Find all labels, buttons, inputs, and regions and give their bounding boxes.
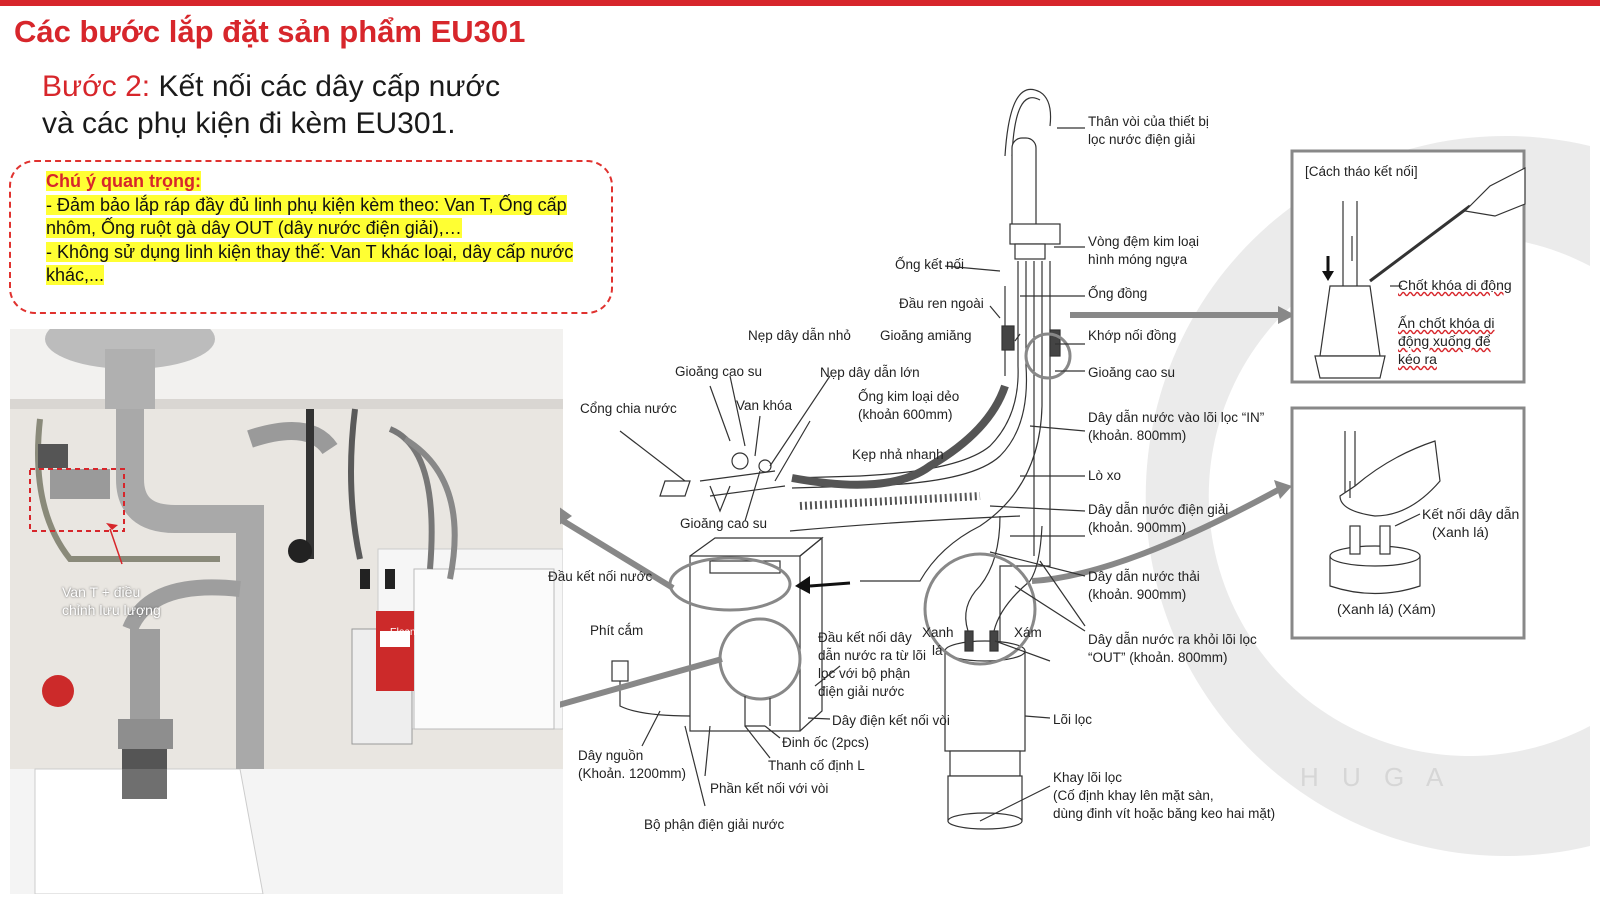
label-cong-chia: Cổng chia nước (580, 401, 677, 416)
label-bo-phan: Bộ phận điện giải nước (644, 817, 785, 832)
watermark-text: H U G A (1300, 762, 1451, 792)
label-ong-kim-loai: Ống kim loại dẻo(khoản 600mm) (858, 389, 960, 422)
label-gioang-cao-su-2: Gioăng cao su (1088, 365, 1176, 380)
label-nep-nho: Nẹp dây dẫn nhỏ (748, 328, 851, 343)
label-thanh-co-dinh: Thanh cố định L (768, 758, 865, 773)
note-line-2: - Không sử dụng linh kiện thay thế: Van … (46, 241, 574, 285)
important-note-box (9, 160, 613, 314)
label-khop-noi: Khớp nối đồng (1088, 328, 1177, 343)
label-kep-nha: Kẹp nhả nhanh (852, 447, 944, 462)
note-line-1: - Đảm bảo lắp ráp đầy đủ linh phụ kiện k… (46, 194, 567, 238)
step-heading: Bước 2: Kết nối các dây cấp nước và các … (42, 68, 500, 142)
step-line-1: Kết nối các dây cấp nước (158, 70, 501, 103)
label-van-khoa: Van khóa (736, 398, 793, 413)
label-lo-xo: Lò xo (1088, 468, 1122, 483)
label-gioang-cao-su-3: Gioăng cao su (680, 516, 768, 531)
diagram-drawing: H U G A (560, 88, 1590, 856)
label-ong-dong: Ống đồng (1088, 286, 1148, 301)
step-label: Bước 2: (42, 70, 151, 103)
box-brand-text: Eleani (390, 627, 418, 638)
label-dinh-oc: Đinh ốc (2pcs) (782, 735, 870, 750)
photo-caption: Van T + điều chỉnh lưu lượng (62, 583, 161, 619)
label-khay: Khay lõi lọc(Cố định khay lên mặt sàn,dù… (1053, 770, 1276, 821)
label-nep-lon: Nẹp dây dẫn lớn (820, 365, 920, 380)
label-day-vao: Dây dẫn nước vào lõi lọc “IN”(khoản. 800… (1088, 410, 1265, 443)
label-gioang-cao-su-1: Gioăng cao su (675, 364, 763, 379)
label-dau-ket-noi-nuoc: Đầu kết nối nước (548, 569, 653, 584)
step-line-2: và các phụ kiện đi kèm EU301. (42, 107, 456, 140)
installation-photo: Eleani Van T + điều chỉnh lưu lượng (10, 329, 563, 894)
label-ong-ket-noi: Ống kết nối (895, 257, 965, 272)
label-loi-loc: Lõi lọc (1053, 712, 1093, 727)
label-day-dien-voi: Dây điện kết nối vòi (832, 713, 950, 728)
label-phan-ket-noi: Phần kết nối với vòi (710, 781, 829, 796)
photo-caption-line-1: Van T + điều (62, 584, 141, 600)
note-heading: Chú ý quan trọng: (46, 171, 201, 191)
label-gioang-amiang: Gioăng amiăng (880, 328, 972, 343)
inset1-label-1: Chốt khóa di động (1398, 277, 1512, 293)
under-sink-illustration: Eleani (10, 329, 563, 894)
inset2-label-1: Kết nối dây dẫn(Xanh lá) (1422, 506, 1520, 540)
label-day-dien-giai: Dây dẫn nước điện giải(khoản. 900mm) (1088, 502, 1229, 535)
label-day-thai: Dây dẫn nước thải(khoản. 900mm) (1088, 569, 1200, 602)
important-note: Chú ý quan trọng: - Đảm bảo lắp ráp đầy … (46, 170, 606, 288)
label-day-nguon: Dây nguồn(Khoản. 1200mm) (578, 748, 687, 781)
photo-caption-line-2: chỉnh lưu lượng (62, 602, 161, 618)
label-phit-cam: Phít cắm (590, 623, 644, 638)
label-dau-ren: Đầu ren ngoài (899, 296, 984, 311)
inset1-title: [Cách tháo kết nối] (1305, 164, 1418, 179)
label-xam: Xám (1014, 625, 1042, 640)
label-day-ra: Dây dẫn nước ra khỏi lõi lọc“OUT” (khoản… (1088, 632, 1257, 665)
top-accent-bar (0, 0, 1600, 6)
page-title: Các bước lắp đặt sản phẩm EU301 (14, 14, 526, 49)
inset2-label-2: (Xanh lá) (Xám) (1337, 601, 1436, 617)
installation-diagram: H U G A (548, 86, 1600, 886)
